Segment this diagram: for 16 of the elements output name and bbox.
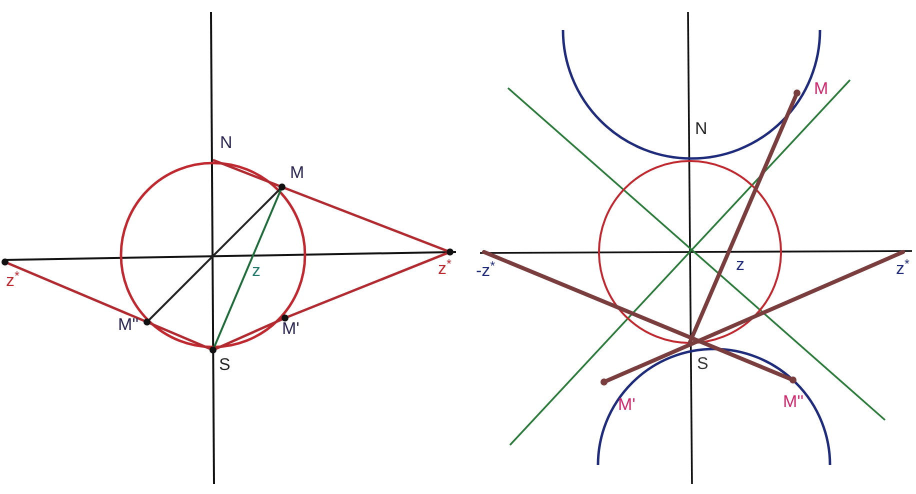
point-label: z$^{*}$ [438, 260, 452, 277]
point-label: M'' [118, 316, 139, 333]
point-label: M [290, 164, 304, 181]
point-label: z$^{*}$ [6, 272, 20, 289]
point-label: z [252, 262, 260, 279]
point-label: S [697, 355, 708, 372]
point-label: M'' [783, 393, 804, 410]
point-label: N [220, 134, 232, 151]
point-label: N [695, 120, 708, 137]
point-label: M' [618, 396, 636, 413]
point-label: M' [282, 320, 300, 337]
point-label: z [736, 256, 744, 273]
point-label: M [814, 80, 828, 97]
point-label: z$^{*}$ [896, 260, 910, 277]
point-label: -z$^{*}$ [476, 262, 496, 279]
point-label: S [219, 356, 230, 373]
